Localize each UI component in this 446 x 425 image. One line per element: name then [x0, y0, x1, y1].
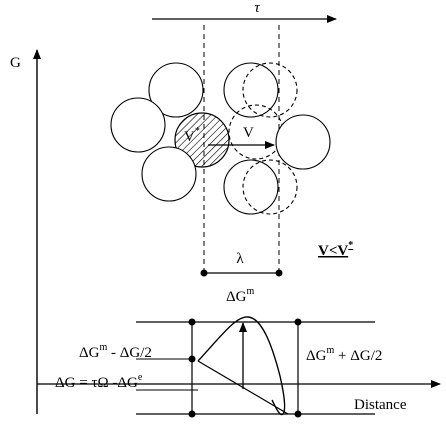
- v-label: V: [243, 125, 254, 141]
- dgm-plus-label: ΔGm + ΔG/2: [306, 345, 382, 364]
- atom-bottom-right: [223, 159, 279, 215]
- atom-center-hatched: [174, 112, 230, 168]
- marker-dot-right-bottom: [294, 410, 302, 418]
- marker-dot-left-bottom: [188, 410, 196, 418]
- atom-top-right: [223, 62, 279, 118]
- marker-dot-right-top: [294, 318, 302, 326]
- v-star-label: V*: [184, 126, 200, 145]
- atom-middle-right: [275, 114, 331, 170]
- lambda-dot-right: [275, 269, 283, 277]
- marker-dot-left-top: [188, 318, 196, 326]
- velocity-condition: V<V*: [318, 240, 353, 259]
- energy-barrier-curve: [197, 316, 286, 416]
- tau-label: τ: [254, 0, 260, 16]
- atom-middle-left: [110, 97, 166, 153]
- dgm-minus-label: ΔGm - ΔG/2: [79, 342, 152, 361]
- marker-dot-left-mid: [188, 355, 196, 363]
- dgm-label: ΔGm: [226, 286, 254, 305]
- atom-top-right-shifted: [242, 62, 298, 118]
- atom-bottom-left: [141, 146, 197, 202]
- dg-equation: ΔG = τΩ -ΔGe: [55, 372, 143, 391]
- distance-label: Distance: [354, 397, 407, 413]
- atom-bottom-right-shifted: [242, 159, 298, 215]
- g-axis-label: G: [10, 55, 21, 71]
- lambda-label: λ: [236, 251, 244, 267]
- atom-top-left: [148, 62, 204, 118]
- lambda-dot-left: [200, 269, 208, 277]
